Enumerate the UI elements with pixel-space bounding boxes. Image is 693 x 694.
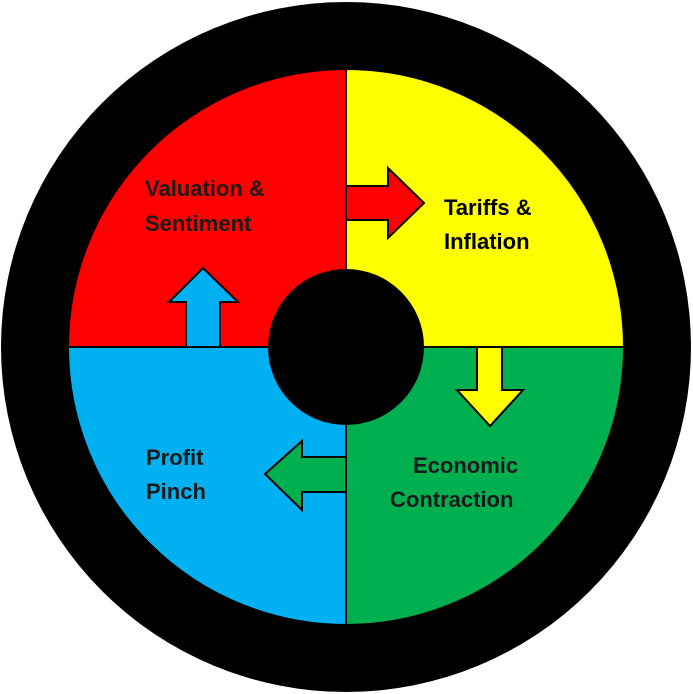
label-tariffs-line2: Inflation (444, 229, 530, 254)
label-contraction-line1: Economic (413, 453, 518, 478)
label-contraction-line2: Contraction (390, 487, 513, 512)
arrow-left-icon (263, 438, 347, 513)
label-tariffs-line1: Tariffs & (444, 195, 532, 220)
center-hub (268, 269, 424, 425)
quadrant-valuation (66, 67, 347, 348)
quadrant-profit (66, 346, 347, 627)
quadrant-contraction (345, 346, 626, 627)
arrow-down-icon (454, 346, 526, 428)
arrow-up-icon (166, 266, 241, 348)
arrow-right-icon (345, 165, 426, 241)
label-profit-line2: Pinch (146, 479, 206, 504)
label-valuation-line2: Sentiment (145, 211, 252, 236)
quadrant-tariffs (345, 67, 626, 348)
label-valuation-line1: Valuation & (145, 176, 265, 201)
label-profit-line1: Profit (146, 445, 204, 470)
